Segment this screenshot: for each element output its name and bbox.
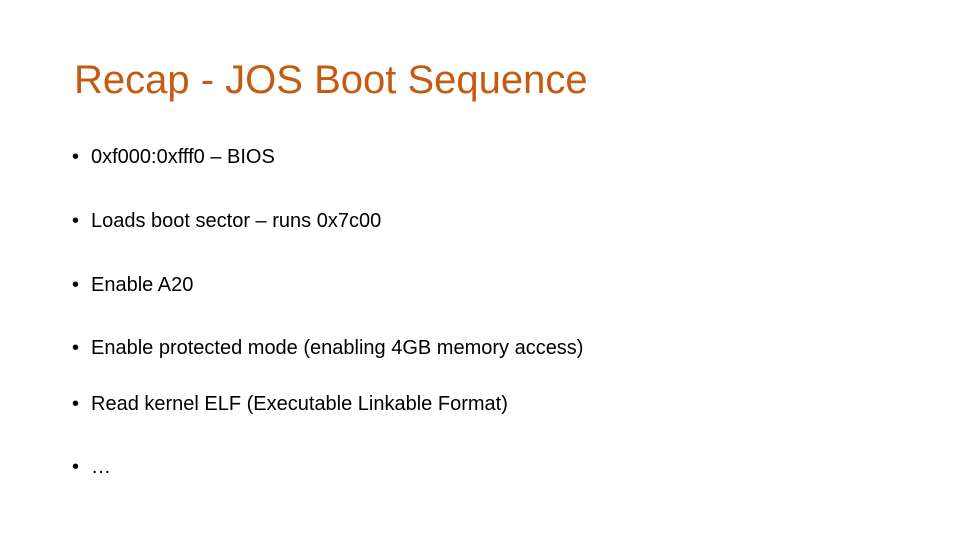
bullet-dot-icon: • bbox=[72, 210, 80, 232]
bullet-dot-icon: • bbox=[72, 456, 80, 478]
bullet-item: • Read kernel ELF (Executable Linkable Fo… bbox=[72, 390, 508, 418]
bullet-item: • Loads boot sector – runs 0x7c00 bbox=[72, 207, 381, 235]
bullet-dot-icon: • bbox=[72, 393, 80, 415]
bullet-text: 0xf000:0xfff0 – BIOS bbox=[91, 146, 275, 168]
slide-title: Recap - JOS Boot Sequence bbox=[74, 58, 588, 102]
bullet-item: • 0xf000:0xfff0 – BIOS bbox=[72, 143, 275, 171]
bullet-text: Read kernel ELF (Executable Linkable For… bbox=[91, 393, 508, 415]
bullet-dot-icon: • bbox=[72, 146, 80, 168]
bullet-dot-icon: • bbox=[72, 274, 80, 296]
bullet-text: Loads boot sector – runs 0x7c00 bbox=[91, 210, 382, 232]
bullet-item: • Enable protected mode (enabling 4GB mem… bbox=[72, 334, 583, 362]
bullet-item: • Enable A20 bbox=[72, 271, 193, 299]
bullet-text: Enable protected mode (enabling 4GB memo… bbox=[91, 337, 584, 359]
bullet-dot-icon: • bbox=[72, 337, 80, 359]
bullet-item: •… bbox=[72, 453, 111, 481]
bullet-text: … bbox=[91, 456, 111, 478]
bullet-text: Enable A20 bbox=[91, 274, 194, 296]
